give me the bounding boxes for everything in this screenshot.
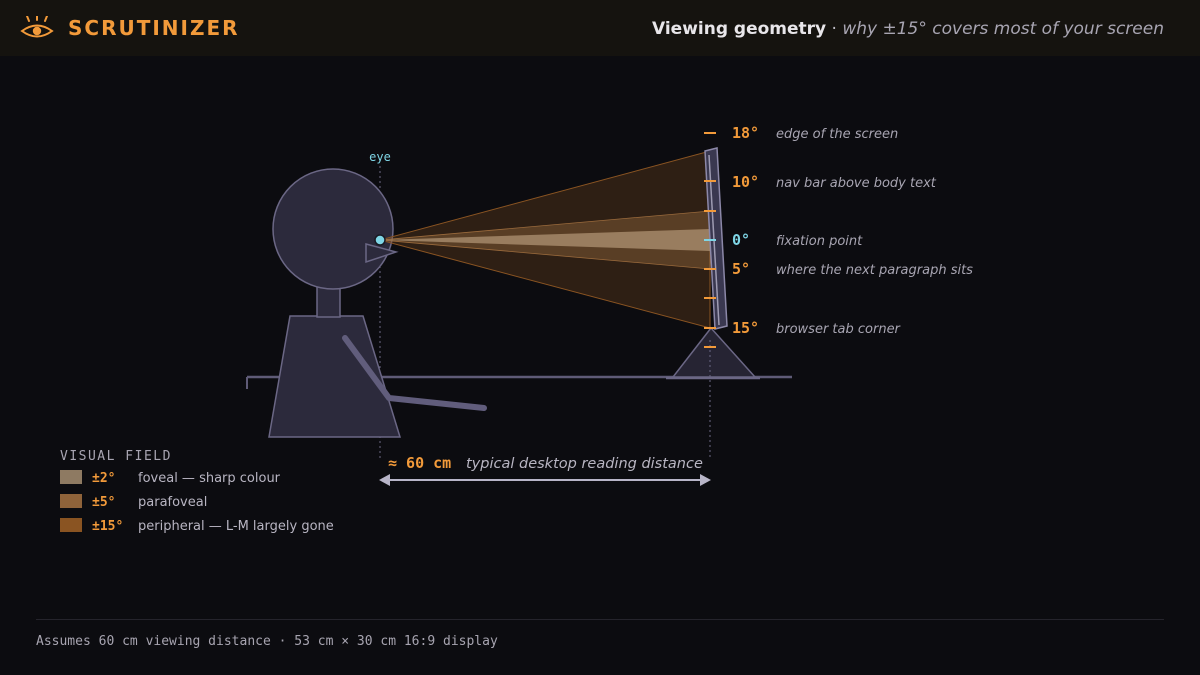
- eye-logo-icon: [20, 16, 54, 38]
- visual-field-legend: VISUAL FIELD ±2° foveal — sharp colour ±…: [60, 449, 334, 534]
- arrow-right-icon: [700, 474, 711, 486]
- angle-label-0: 0° fixation point: [732, 231, 863, 249]
- angle-value: 0°: [732, 231, 750, 249]
- legend-swatch: [60, 470, 82, 484]
- angle-value: 10°: [732, 173, 759, 191]
- person-nose: [365, 243, 399, 264]
- legend-item-foveal: ±2° foveal — sharp colour: [60, 470, 281, 486]
- legend-angle: ±2°: [92, 471, 115, 486]
- legend-swatch: [60, 518, 82, 532]
- footer-note: Assumes 60 cm viewing distance · 53 cm ×…: [36, 634, 498, 649]
- legend-label: peripheral — L-M largely gone: [138, 519, 334, 534]
- angle-description: nav bar above body text: [776, 176, 937, 191]
- app-brand[interactable]: SCRUTINIZER: [20, 12, 240, 44]
- distance-indicator: ≈ 60 cm typical desktop reading distance: [379, 454, 711, 486]
- angle-value: 18°: [732, 124, 759, 142]
- angle-description: fixation point: [776, 234, 863, 249]
- person-torso: [268, 315, 402, 438]
- top-bar: SCRUTINIZER Viewing geometry · why ±15° …: [0, 0, 1200, 56]
- page-subtitle: why ±15° covers most of your screen: [842, 19, 1164, 39]
- angle-label-15: 15° browser tab corner: [732, 319, 902, 337]
- angle-label-10: 10° nav bar above body text: [732, 173, 937, 191]
- title-separator: ·: [831, 19, 837, 39]
- app-name: SCRUTINIZER: [68, 16, 240, 40]
- angle-label-18: 18° edge of the screen: [732, 124, 898, 142]
- angle-value: 15°: [732, 319, 759, 337]
- legend-label: foveal — sharp colour: [138, 471, 281, 486]
- legend-swatch: [60, 494, 82, 508]
- angle-description: where the next paragraph sits: [776, 263, 973, 278]
- eye-label: eye: [369, 150, 391, 164]
- legend-label: parafoveal: [138, 495, 207, 510]
- foveal-cone: [380, 229, 710, 251]
- angle-label-5: 5° where the next paragraph sits: [732, 260, 973, 278]
- angle-ticks: [704, 132, 716, 348]
- angle-description: browser tab corner: [776, 322, 902, 337]
- eye-marker: [374, 234, 386, 246]
- distance-label: typical desktop reading distance: [466, 456, 703, 472]
- legend-title: VISUAL FIELD: [60, 449, 172, 464]
- footer-divider: [36, 619, 1164, 620]
- person-neck: [316, 285, 341, 318]
- angle-description: edge of the screen: [776, 127, 898, 142]
- legend-angle: ±5°: [92, 495, 115, 510]
- angle-value: 5°: [732, 260, 750, 278]
- distance-value: ≈ 60 cm: [388, 454, 451, 472]
- person-head: [272, 168, 394, 290]
- arrow-left-icon: [379, 474, 390, 486]
- person-arm: [342, 335, 487, 411]
- page-title: Viewing geometry · why ±15° covers most …: [652, 19, 1164, 39]
- legend-item-parafoveal: ±5° parafoveal: [60, 494, 207, 510]
- legend-item-peripheral: ±15° peripheral — L-M largely gone: [60, 518, 334, 534]
- page-title-main: Viewing geometry: [651, 19, 827, 39]
- legend-angle: ±15°: [92, 519, 123, 534]
